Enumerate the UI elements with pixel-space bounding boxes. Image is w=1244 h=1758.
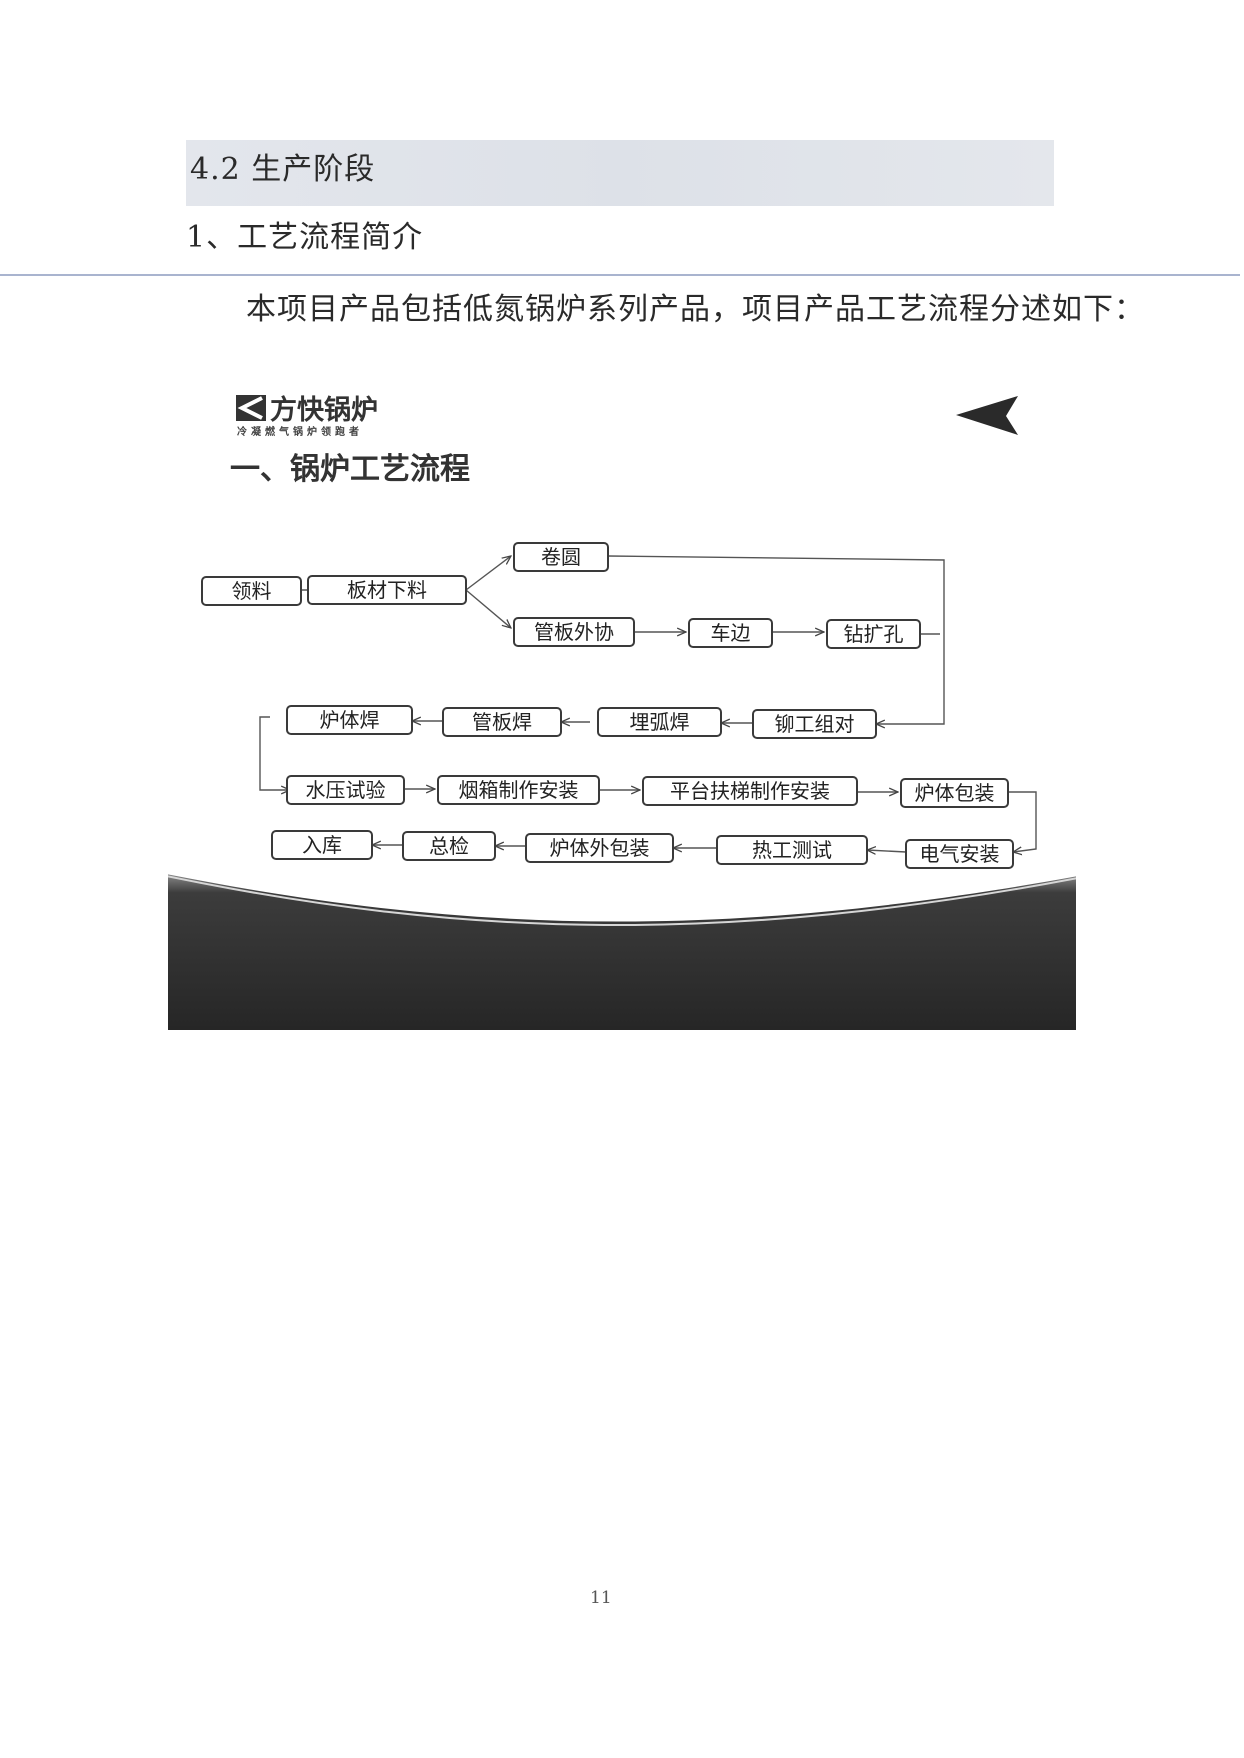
flow-step-box <box>286 775 405 805</box>
flow-step-box <box>437 775 600 805</box>
flow-step-label: 管板外协 <box>534 620 614 644</box>
flow-step-box <box>900 778 1009 808</box>
flow-step: 车边 <box>688 618 773 648</box>
flow-step-box <box>271 830 373 860</box>
flow-step: 炉体焊 <box>286 705 413 735</box>
flow-step: 钻扩孔 <box>826 619 921 649</box>
flow-step-label: 炉体包装 <box>915 781 995 805</box>
flow-step-label: 炉体焊 <box>320 708 380 732</box>
flow-step-box <box>688 618 773 648</box>
fangkuai-logo-icon <box>236 395 266 421</box>
intro-paragraph: 本项目产品包括低氮锅炉系列产品，项目产品工艺流程分述如下： <box>246 292 1145 327</box>
flow-step-label: 电气安装 <box>920 842 1000 866</box>
flow-step: 铆工组对 <box>752 709 877 739</box>
flow-step-box <box>442 707 562 737</box>
boiler-process-slide: 方快锅炉 冷凝燃气锅炉领跑者 一、锅炉工艺流程 <box>168 378 1076 1030</box>
flow-step-box <box>597 707 722 737</box>
flow-step-box <box>525 833 674 863</box>
flow-step-box <box>201 576 302 606</box>
flow-step: 领料 <box>201 576 302 606</box>
flow-step-label: 烟箱制作安装 <box>459 778 579 802</box>
flow-connectors <box>259 556 1037 852</box>
flow-step-box <box>905 839 1014 869</box>
flow-step: 电气安装 <box>905 839 1014 869</box>
flow-step: 管板外协 <box>513 617 635 647</box>
flow-step-label: 水压试验 <box>306 778 386 802</box>
flow-step-label: 平台扶梯制作安装 <box>670 779 830 803</box>
flow-step: 埋弧焊 <box>597 707 722 737</box>
flow-step: 平台扶梯制作安装 <box>642 776 858 806</box>
flow-step: 炉体包装 <box>900 778 1009 808</box>
flow-step-label: 领料 <box>232 579 272 603</box>
brand-name: 方快锅炉 <box>270 394 378 426</box>
flow-step-box <box>286 705 413 735</box>
page-number: 11 <box>590 1588 612 1608</box>
flow-step-box <box>826 619 921 649</box>
flow-step-label: 板材下料 <box>347 578 427 602</box>
subsection-title: 1、工艺流程简介 <box>186 220 424 255</box>
slide-svg: 方快锅炉 冷凝燃气锅炉领跑者 一、锅炉工艺流程 <box>168 394 1076 1030</box>
chevron-left-icon <box>956 396 1018 435</box>
slide-heading: 一、锅炉工艺流程 <box>230 452 470 487</box>
flow-step-label: 总检 <box>429 834 469 858</box>
flow-step-box <box>642 776 858 806</box>
flow-step: 炉体外包装 <box>525 833 674 863</box>
decorative-band <box>168 874 1076 1030</box>
flow-step-label: 铆工组对 <box>775 712 855 736</box>
section-title: 4.2 生产阶段 <box>190 152 376 187</box>
flow-step-label: 热工测试 <box>752 838 832 862</box>
band-highlight <box>168 875 1076 927</box>
flow-step-label: 管板焊 <box>472 710 532 734</box>
flow-step-box <box>513 542 609 572</box>
flow-step: 管板焊 <box>442 707 562 737</box>
flow-step-box <box>752 709 877 739</box>
section-heading-band <box>186 140 1054 206</box>
flow-step-label: 炉体外包装 <box>550 836 650 860</box>
flow-step-label: 车边 <box>711 621 751 645</box>
flow-step-box <box>513 617 635 647</box>
flow-step-box <box>716 835 868 865</box>
flow-step: 板材下料 <box>307 575 467 605</box>
flow-step-label: 卷圆 <box>541 545 581 569</box>
flow-step: 热工测试 <box>716 835 868 865</box>
flow-step-box <box>402 831 496 861</box>
flow-step-label: 埋弧焊 <box>630 710 690 734</box>
flow-step: 烟箱制作安装 <box>437 775 600 805</box>
flow-step: 入库 <box>271 830 373 860</box>
flow-step-label: 入库 <box>302 833 342 857</box>
brand-tagline: 冷凝燃气锅炉领跑者 <box>237 425 363 438</box>
divider-line <box>0 274 1240 276</box>
flow-step-box <box>307 575 467 605</box>
flow-step: 水压试验 <box>286 775 405 805</box>
flow-step: 卷圆 <box>513 542 609 572</box>
flow-step: 总检 <box>402 831 496 861</box>
flow-step-label: 钻扩孔 <box>844 622 904 646</box>
